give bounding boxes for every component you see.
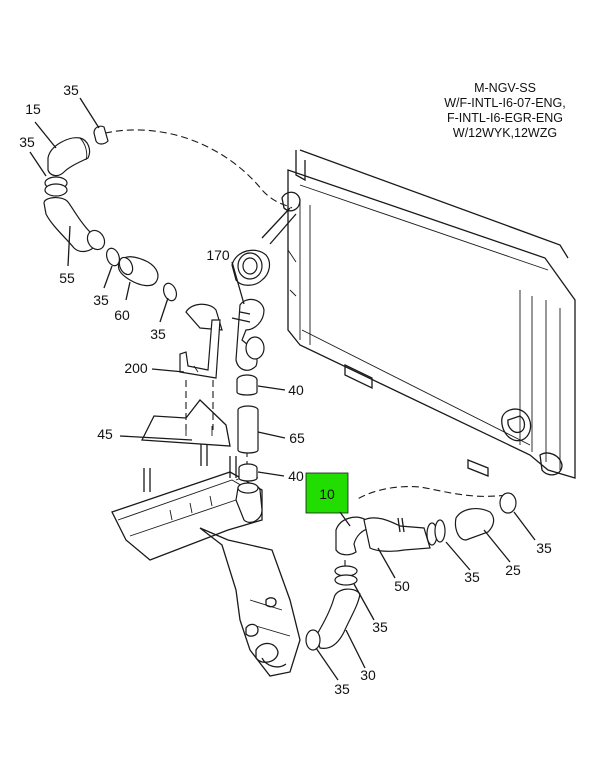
routing-dashed-lines	[104, 129, 507, 578]
note-line-4: W/12WYK,12WZG	[453, 126, 557, 140]
callout-35-bottom: 35	[334, 681, 350, 697]
callout-35-tube: 35	[150, 326, 166, 342]
highlight-part-10	[305, 472, 349, 514]
callout-40-lower: 40	[288, 468, 304, 484]
mounting-studs	[143, 444, 237, 492]
callout-10: 10	[319, 486, 335, 502]
leader-lines	[29, 97, 536, 681]
lower-hose-run	[305, 492, 517, 651]
callout-65: 65	[289, 430, 305, 446]
callout-35-lower-clamp: 35	[372, 619, 388, 635]
sleeves-and-tube	[235, 374, 263, 523]
note-line-3: F-INTL-I6-EGR-ENG	[447, 111, 563, 125]
callout-35-right: 35	[536, 540, 552, 556]
callout-40-upper: 40	[288, 382, 304, 398]
callout-35-clamp: 35	[93, 292, 109, 308]
callout-35-top: 35	[63, 82, 79, 98]
callout-35-left: 35	[19, 134, 35, 150]
callout-170: 170	[206, 247, 230, 263]
radiator-assembly	[281, 149, 576, 479]
callout-30: 30	[360, 667, 376, 683]
note-line-2: W/F-INTL-I6-07-ENG,	[444, 96, 566, 110]
callout-55: 55	[59, 270, 75, 286]
callout-35-clamps: 35	[464, 569, 480, 585]
callout-45: 45	[97, 426, 113, 442]
applicability-note: M-NGV-SS W/F-INTL-I6-07-ENG, F-INTL-I6-E…	[444, 81, 566, 140]
bracket-200	[179, 319, 221, 379]
plate-45	[140, 399, 231, 447]
callout-25: 25	[505, 562, 521, 578]
engine-block	[111, 471, 301, 677]
callout-60: 60	[114, 307, 130, 323]
elbow-170	[185, 207, 297, 371]
callout-200: 200	[124, 360, 148, 376]
callout-50: 50	[394, 578, 410, 594]
note-line-1: M-NGV-SS	[474, 81, 536, 95]
callout-15: 15	[25, 101, 41, 117]
left-tube-assembly	[43, 125, 178, 302]
callout-labels: 35 15 35 55 35 60 35 170 200 40 45 65 40…	[19, 82, 552, 697]
